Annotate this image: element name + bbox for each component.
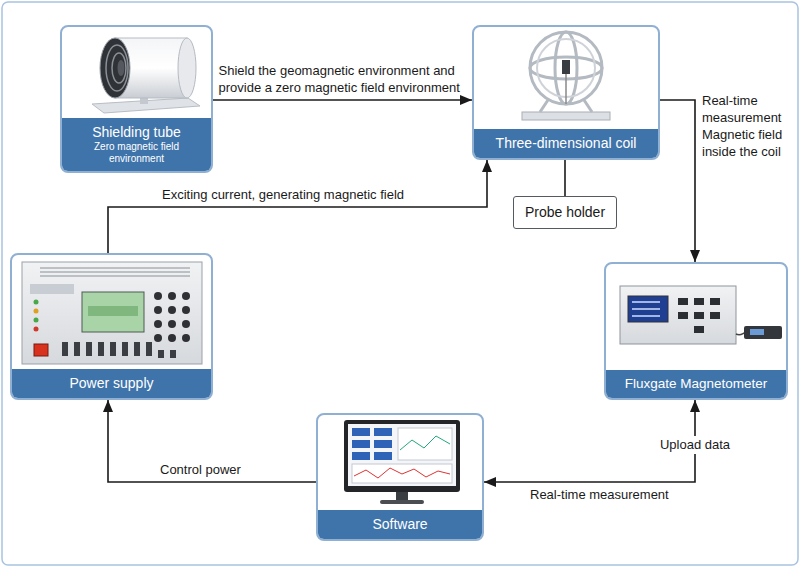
node-title: Software <box>372 516 427 533</box>
picture-area <box>12 255 211 369</box>
node-title: Fluxgate Magnetometer <box>625 376 768 392</box>
edge-label: Control power <box>160 462 241 479</box>
magnetometer-picture <box>620 286 782 344</box>
device-card: Shielding tubeZero magnetic field enviro… <box>60 25 213 173</box>
probe-holder-box: Probe holder <box>513 196 617 229</box>
edge-label: Upload data <box>657 436 733 455</box>
connector <box>108 400 316 482</box>
node-subtitle: Zero magnetic field environment <box>68 141 205 165</box>
edge-label: Real-time measurement Magnetic field ins… <box>702 93 792 161</box>
picture-area <box>62 27 211 118</box>
picture-area <box>474 27 658 129</box>
device-card: Power supply <box>10 253 213 400</box>
node-title: Probe holder <box>525 204 605 221</box>
label-band: Power supply <box>12 369 211 398</box>
computer-picture <box>344 420 460 504</box>
node-title: Shielding tube <box>92 124 181 141</box>
connector <box>108 160 487 253</box>
shielding-tube-picture <box>92 38 200 113</box>
picture-area <box>318 415 482 510</box>
connector <box>660 100 695 262</box>
node-title: Power supply <box>69 375 153 392</box>
edge-label: Exciting current, generating magnetic fi… <box>162 187 404 204</box>
power-supply-picture <box>22 262 202 364</box>
connector <box>213 99 472 101</box>
coil-picture <box>522 32 610 120</box>
label-band: Three-dimensional coil <box>474 129 658 158</box>
node-title: Three-dimensional coil <box>496 135 637 152</box>
label-band: Shielding tubeZero magnetic field enviro… <box>62 118 211 171</box>
picture-area <box>606 264 786 370</box>
label-band: Fluxgate Magnetometer <box>606 370 786 398</box>
edge-label: Shield the geomagnetic environment and p… <box>219 63 467 97</box>
annotation-label: Real-time measurement <box>530 487 669 504</box>
device-card: Three-dimensional coil <box>472 25 660 160</box>
label-band: Software <box>318 510 482 539</box>
device-card: Software <box>316 413 484 541</box>
connector <box>564 160 566 196</box>
device-card: Fluxgate Magnetometer <box>604 262 788 400</box>
